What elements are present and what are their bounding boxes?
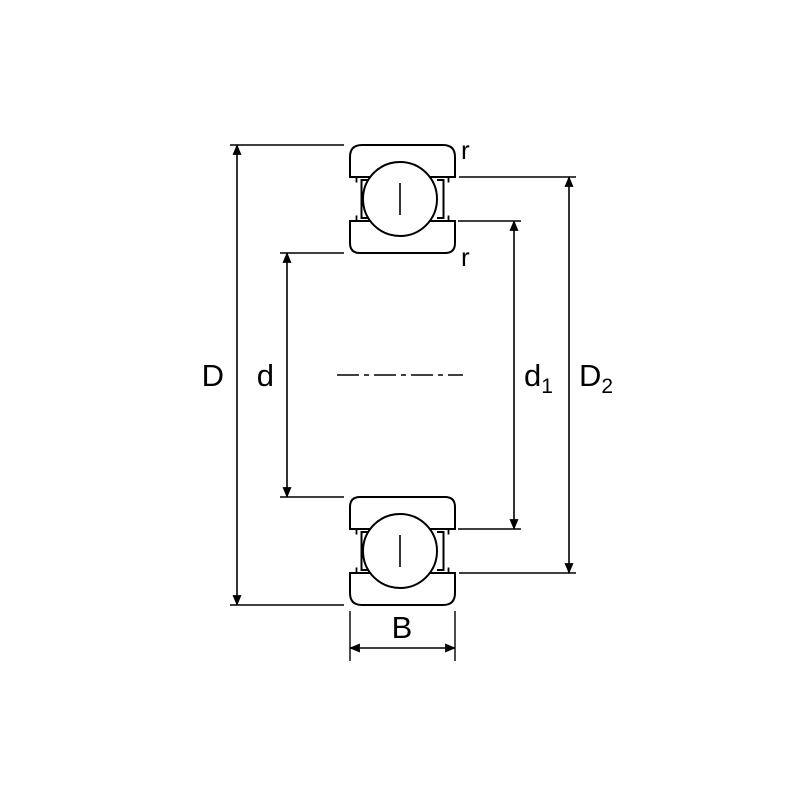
top-outer-ring-section (349, 144, 456, 178)
inner-corner-radius-label: r (461, 242, 470, 272)
bottom-half-section (349, 496, 456, 606)
D-label: D (202, 358, 224, 393)
top-shield-anchor-grooves (350, 176, 455, 222)
outer-corner-radius-label: r (461, 135, 470, 165)
bottom-shield-anchor-grooves (350, 528, 455, 574)
bottom-inner-ring-section (349, 496, 456, 530)
dimension-B: B (349, 610, 456, 661)
dimension-d1: d1 (458, 220, 553, 530)
d1-label: d1 (524, 358, 553, 398)
dimension-D2: D2 (459, 176, 613, 574)
bottom-left-shield (360, 531, 368, 571)
dimension-D: D (202, 144, 344, 606)
d-label: d (257, 358, 274, 393)
D2-label: D2 (579, 358, 613, 398)
top-half-section (349, 144, 456, 254)
dimension-d: d (257, 252, 344, 498)
B-label: B (392, 610, 413, 645)
top-left-shield (360, 179, 368, 219)
top-right-shield (437, 179, 445, 219)
bottom-right-shield (437, 531, 445, 571)
bottom-outer-ring-section (349, 572, 456, 606)
top-inner-ring-section (349, 220, 456, 254)
